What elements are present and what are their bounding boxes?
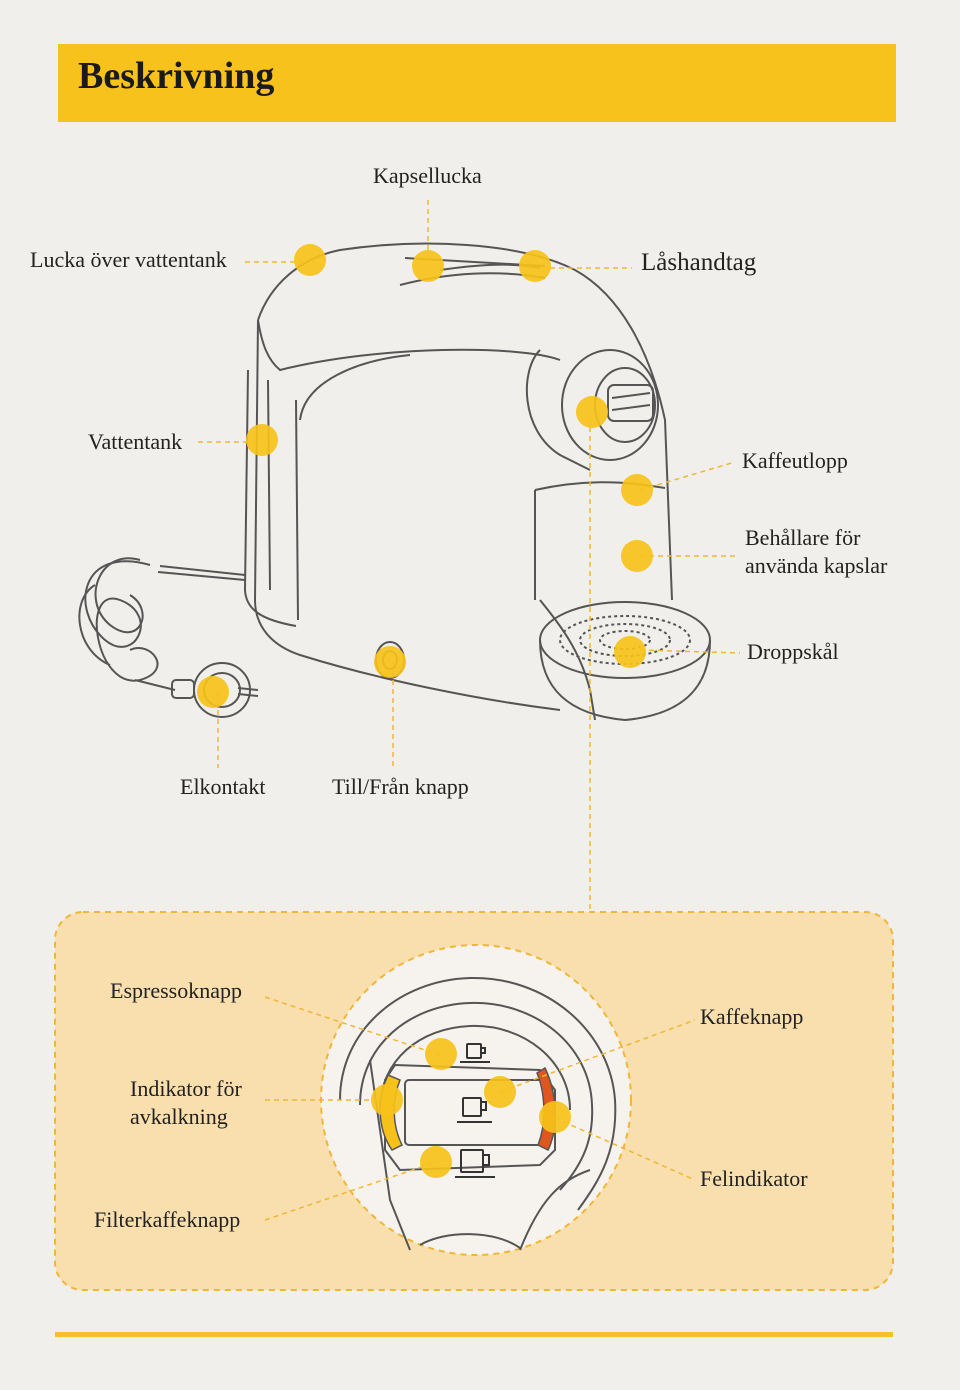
label-indikator-line2: avkalkning (130, 1104, 228, 1129)
label-lucka-vattentank: Lucka över vattentank (30, 247, 227, 272)
drip-tray (539, 601, 711, 722)
label-kapsellucka: Kapsellucka (373, 163, 482, 188)
marker-lucka (294, 244, 326, 276)
marker-knob (576, 396, 608, 428)
label-lashandtag: Låshandtag (641, 249, 757, 276)
markers (197, 244, 653, 1178)
cup-icon (455, 1149, 495, 1178)
marker-elkontakt (197, 676, 229, 708)
marker-espresso (425, 1038, 457, 1070)
label-elkontakt: Elkontakt (180, 774, 266, 799)
marker-felindikator (539, 1101, 571, 1133)
label-kaffeknapp: Kaffeknapp (700, 1004, 804, 1029)
marker-kaffe (484, 1076, 516, 1108)
marker-kapsellucka (412, 250, 444, 282)
label-behallare-line2: använda kapslar (745, 553, 888, 578)
cup-icon (457, 1097, 492, 1123)
marker-indikator (371, 1084, 403, 1116)
label-espressoknapp: Espressoknapp (110, 978, 242, 1003)
label-filterkaffeknapp: Filterkaffeknapp (94, 1207, 241, 1232)
title-banner: Beskrivning (58, 44, 896, 122)
label-till-fran: Till/Från knapp (332, 774, 469, 799)
marker-vattentank (246, 424, 278, 456)
footer-rule (55, 1332, 893, 1337)
label-indikator-line1: Indikator för (130, 1076, 242, 1101)
marker-behallare (621, 540, 653, 572)
marker-droppskal (614, 636, 646, 668)
marker-filterkaffe (420, 1146, 452, 1178)
label-behallare-line1: Behållare för (745, 525, 861, 550)
page-title: Beskrivning (78, 55, 275, 97)
power-cord (78, 557, 246, 691)
label-vattentank: Vattentank (88, 429, 183, 454)
marker-lashandtag (519, 250, 551, 282)
marker-till-fran (374, 646, 406, 678)
label-kaffeutlopp: Kaffeutlopp (742, 448, 848, 473)
coffee-machine (243, 242, 673, 721)
cup-icon (460, 1043, 490, 1063)
leader-lines (198, 200, 741, 1221)
label-felindikator: Felindikator (700, 1166, 808, 1191)
marker-kaffeutlopp (621, 474, 653, 506)
label-droppskal: Droppskål (747, 639, 839, 664)
